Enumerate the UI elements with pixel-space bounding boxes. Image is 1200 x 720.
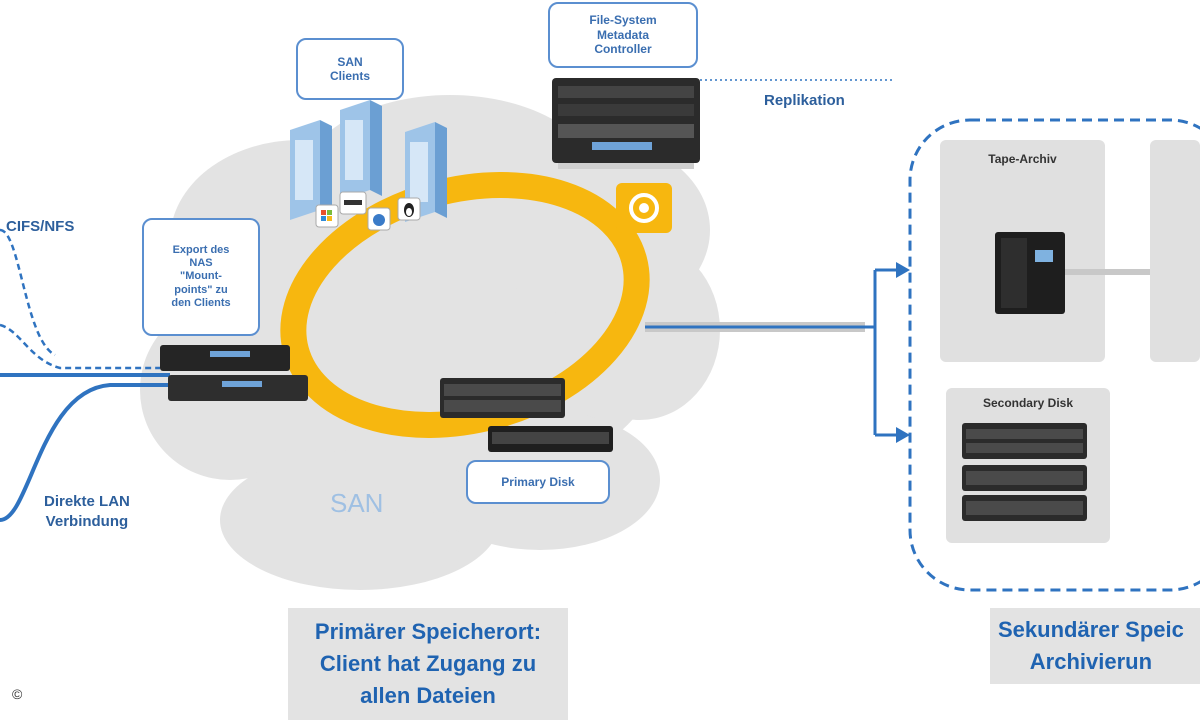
client-tower — [290, 120, 332, 220]
san-label: SAN — [330, 488, 384, 518]
tape-archiv-title: Tape-Archiv — [988, 152, 1057, 166]
windows-icon — [315, 204, 339, 228]
fs-controller-callout: File-System Metadata Controller — [548, 2, 698, 68]
cifs-nfs-label: CIFS/NFS — [6, 218, 75, 235]
client-tower — [340, 100, 382, 200]
fs-controller-server — [552, 78, 700, 169]
copyright-mark: © — [12, 686, 23, 702]
second-archive-panel — [1150, 140, 1200, 362]
primary-disk-array — [440, 378, 613, 452]
secondary-link — [645, 262, 910, 443]
secondary-site-boundary — [908, 118, 1200, 592]
san-clients-callout: SAN Clients — [296, 38, 404, 100]
primary-caption: Primärer Speicherort: Client hat Zugang … — [288, 608, 568, 720]
linux-icon — [397, 197, 421, 221]
secondary-disk-panel — [946, 388, 1110, 543]
arrow-right-icon — [896, 427, 910, 443]
primary-disk-callout: Primary Disk — [466, 460, 610, 504]
arrow-right-icon — [896, 262, 910, 278]
client-tower — [405, 122, 447, 222]
san-client-towers — [290, 100, 447, 222]
replication-icon — [616, 183, 672, 233]
tape-archiv-panel — [940, 140, 1105, 362]
unix-icon — [339, 191, 367, 215]
lan-lines — [0, 228, 170, 522]
secondary-disk-title: Secondary Disk — [982, 396, 1074, 410]
replikation-label: Replikation — [764, 92, 845, 109]
nas-server — [160, 345, 308, 401]
nas-export-callout: Export des NAS "Mount- points" zu den Cl… — [142, 218, 260, 336]
secondary-caption: Sekundärer Speic Archivierun — [990, 608, 1200, 684]
direkte-lan-label: Direkte LAN Verbindung — [44, 493, 130, 531]
apple-icon — [367, 207, 391, 231]
